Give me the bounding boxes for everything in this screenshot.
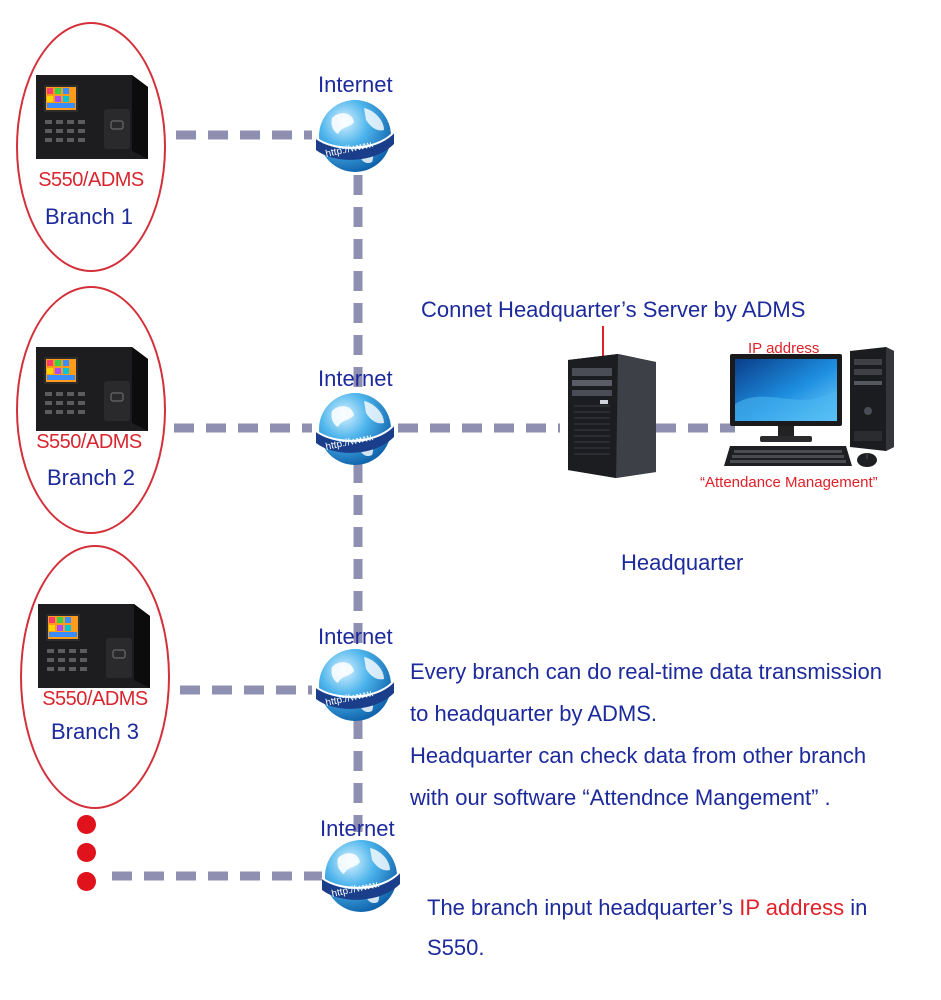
internet-label-3: Internet <box>318 624 393 649</box>
branch-1-ellipse <box>16 22 166 272</box>
attendance-device-icon <box>36 75 148 159</box>
ip-note-text: The branch input headquarter’s <box>427 895 740 920</box>
keyboard-icon <box>724 446 852 466</box>
internet-globe-icon: http://www. <box>321 840 401 912</box>
ip-note-text: in <box>844 895 868 920</box>
internet-globe-icon: http://www. <box>315 649 395 721</box>
branch-2-model: S550/ADMS <box>36 431 142 453</box>
info-line: Every branch can do real-time data trans… <box>410 659 882 684</box>
branch-3-model: S550/ADMS <box>42 688 148 710</box>
branch-3-label: Branch 3 <box>50 719 140 744</box>
ip-note: The branch input headquarter’s IP addres… <box>427 888 927 968</box>
mouse-icon <box>857 453 877 467</box>
info-text: Every branch can do real-time data trans… <box>410 651 930 819</box>
info-line: to headquarter by ADMS. <box>410 701 658 726</box>
branch-2-ellipse <box>16 286 166 534</box>
internet-label-4: Internet <box>320 816 395 841</box>
attendance-device-icon <box>38 604 150 688</box>
info-line: with our software “Attendnce Mangement” … <box>410 785 831 810</box>
more-branches-dot <box>77 843 96 862</box>
ip-note-line-2: S550. <box>427 935 485 960</box>
headquarter-label: Headquarter <box>621 550 744 575</box>
branch-2-label: Branch 2 <box>46 465 136 490</box>
internet-label-1: Internet <box>318 72 393 97</box>
pc-tower-icon <box>850 347 894 451</box>
caption-pointer-line <box>602 326 604 356</box>
ip-note-highlight: IP address <box>739 895 845 920</box>
internet-label-2: Internet <box>318 366 393 391</box>
info-line: Headquarter can check data from other br… <box>410 743 867 768</box>
internet-globe-icon: http://www. <box>315 393 395 465</box>
server-caption: Connet Headquarter’s Server by ADMS <box>421 297 806 322</box>
more-branches-dot <box>77 872 96 891</box>
pc-ip-label: IP address <box>748 340 820 357</box>
more-branches-dot <box>77 815 96 834</box>
ip-note-line-1: The branch input headquarter’s IP addres… <box>427 888 927 928</box>
branch-1-label: Branch 1 <box>44 204 134 229</box>
pc-software-label: “Attendance Management” <box>700 474 878 491</box>
server-icon <box>568 354 656 478</box>
branch-1-model: S550/ADMS <box>38 169 144 191</box>
branch-3-ellipse <box>20 545 170 809</box>
pc-monitor-icon <box>730 354 842 442</box>
attendance-device-icon <box>36 347 148 431</box>
internet-globe-icon: http://www. <box>315 100 395 172</box>
